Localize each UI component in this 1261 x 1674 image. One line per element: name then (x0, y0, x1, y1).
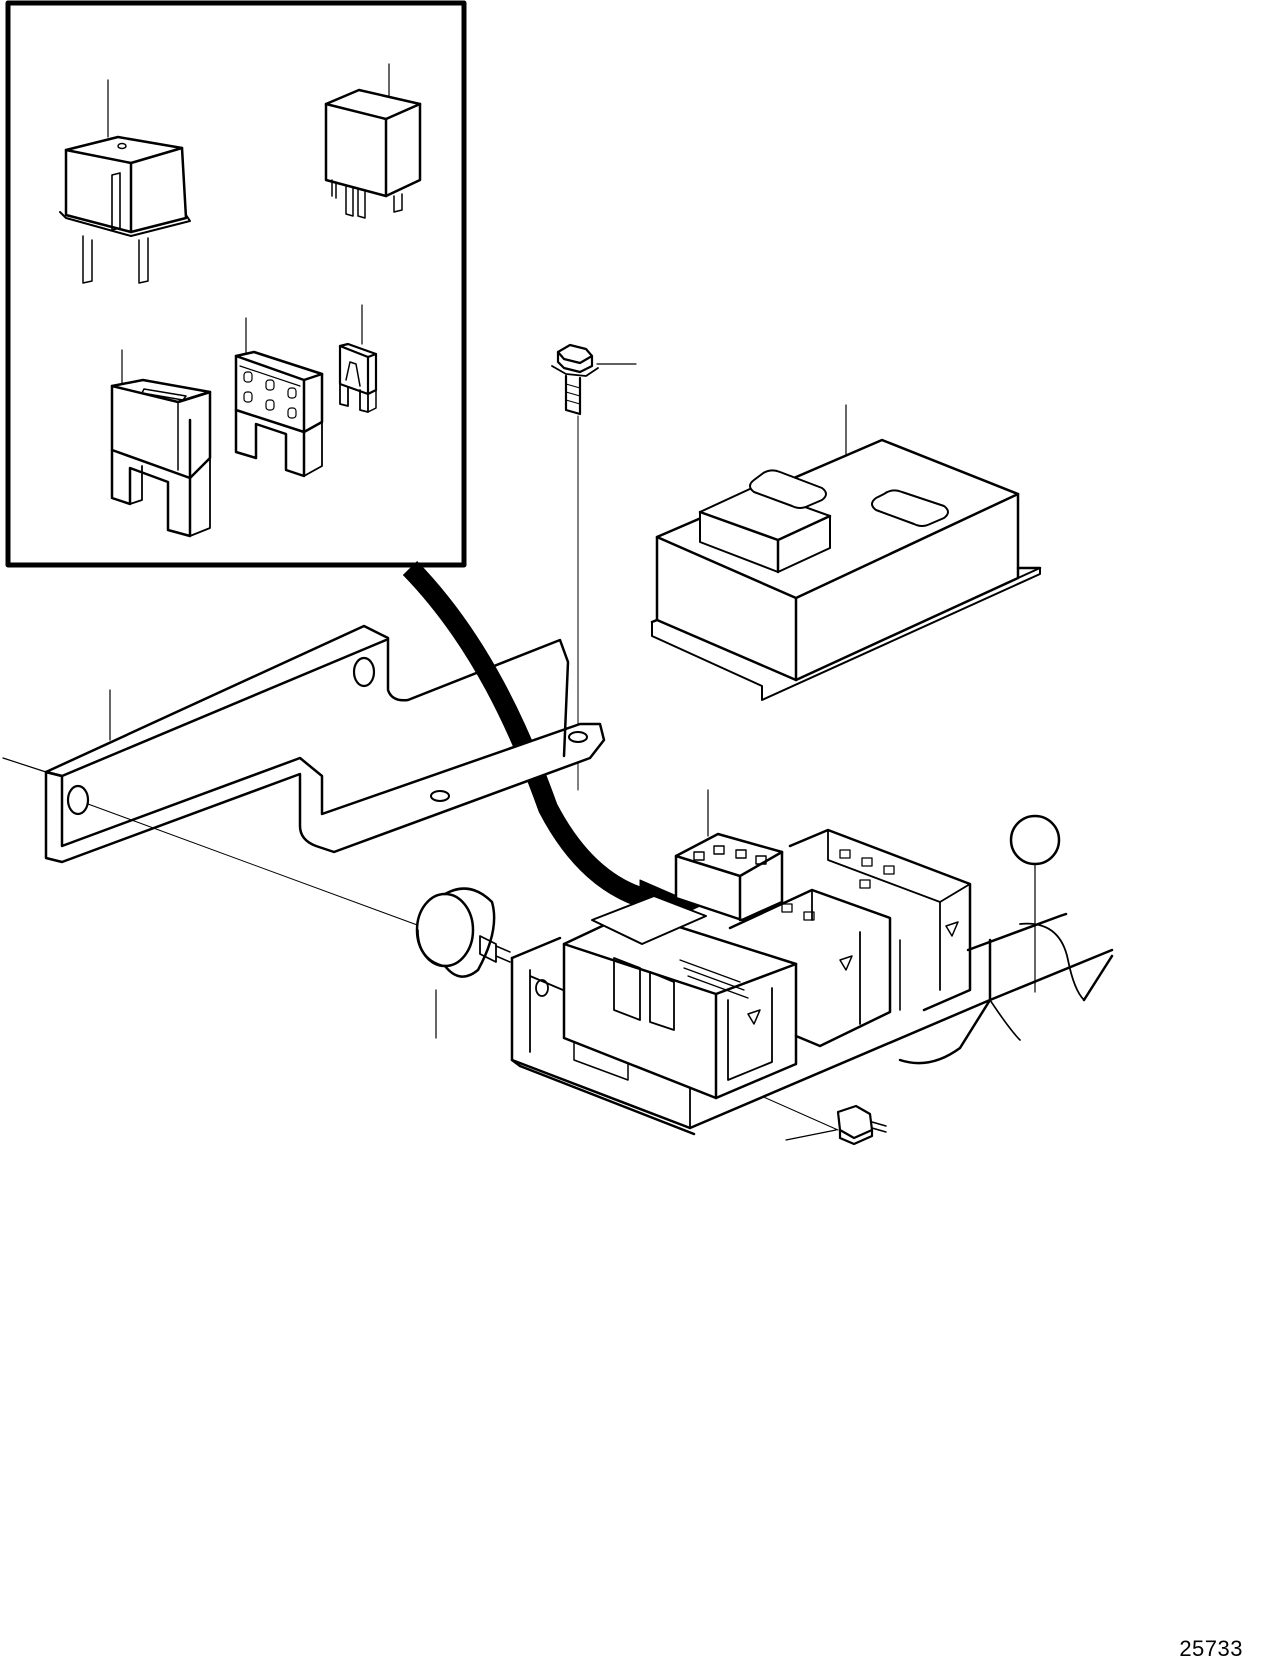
relay-icon (60, 80, 190, 283)
hex-nut-icon (786, 1106, 886, 1144)
mini-fuse-icon (340, 305, 376, 412)
cable-harness-icon (968, 816, 1112, 1040)
inset-detail-frame (8, 3, 464, 565)
relay-fuse-box-icon (512, 790, 990, 1134)
rubber-mount-icon (417, 889, 510, 1038)
figure-number: 25733 (1179, 1636, 1243, 1661)
mounting-bracket-icon (3, 626, 604, 862)
maxi-fuse-icon (112, 350, 210, 536)
assembly-axis-line (88, 804, 420, 926)
micro-relay-icon (326, 64, 420, 218)
blade-fuse-icon (236, 318, 322, 476)
fuse-box-cover-icon (652, 405, 1040, 700)
